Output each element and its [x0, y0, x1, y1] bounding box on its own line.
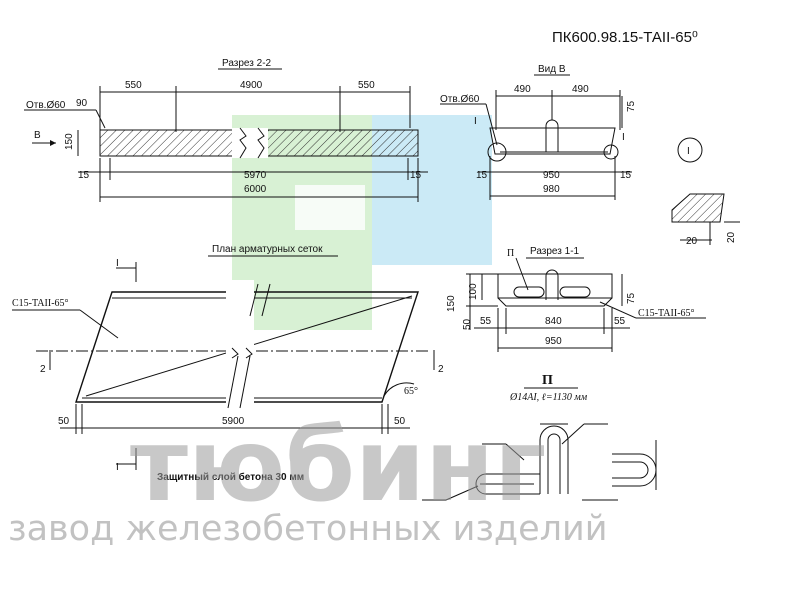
- plan-cut2-right: 2: [438, 364, 444, 375]
- s11-dim-55-right: 55: [614, 316, 626, 327]
- dim-550-left: 550: [125, 80, 142, 91]
- plan-cut1-top: I: [116, 258, 119, 269]
- detail-i-marker: I: [687, 146, 690, 157]
- s11-dim-50: 50: [462, 318, 473, 330]
- dim-980: 980: [543, 184, 560, 195]
- section-1-1-label: Разрез 1-1: [530, 246, 580, 257]
- s11-mesh-label: C15-TAII-65°: [638, 308, 695, 319]
- dim-4900: 4900: [240, 80, 263, 91]
- plan-dim-5900: 5900: [222, 416, 245, 427]
- plan-mesh: План арматурных сеток I I 2 2 C15-TAII-6…: [12, 244, 444, 473]
- dim-15-left: 15: [78, 170, 90, 181]
- hole-label-22: Отв.Ø60: [26, 100, 66, 111]
- view-b-label: Вид В: [538, 64, 566, 75]
- view-b: Вид В 490 490 Отв.Ø60 I I 75 15 950 15 9…: [440, 64, 637, 200]
- plan-cut1-bottom: I: [116, 462, 119, 473]
- detail-dim-h: 20: [726, 231, 737, 243]
- s11-dim-55-left: 55: [480, 316, 492, 327]
- dim-150: 150: [64, 133, 75, 150]
- loop-spec: Ø14AI, ℓ=1130 мм: [509, 392, 588, 403]
- dim-15-right: 15: [410, 170, 422, 181]
- detail-dim-w: 20: [686, 236, 698, 247]
- plan-label: План арматурных сеток: [212, 244, 323, 255]
- plan-dim-50-left: 50: [58, 416, 70, 427]
- dim-5970: 5970: [244, 170, 267, 181]
- plan-cut2-left: 2: [40, 364, 46, 375]
- dim-550-right: 550: [358, 80, 375, 91]
- loop-marker: П: [542, 373, 553, 388]
- marker-i-right: I: [622, 132, 625, 143]
- section-2-2: Разрез 2-2 550 4900 550 Отв.Ø60 90 B 150: [24, 58, 428, 202]
- s11-dim-75: 75: [626, 292, 637, 304]
- s11-dim-840: 840: [545, 316, 562, 327]
- watermark-brand: тюбинг: [130, 407, 546, 524]
- s11-dim-100: 100: [468, 283, 479, 300]
- s11-dim-950: 950: [545, 336, 562, 347]
- hole-label-vb: Отв.Ø60: [440, 94, 480, 105]
- plan-note: Защитный слой бетона 30 мм: [157, 471, 304, 483]
- plan-angle: 65°: [404, 386, 418, 397]
- s11-dim-150: 150: [446, 295, 457, 312]
- section-1-1-marker: П: [507, 248, 514, 259]
- dim-15-vb-left: 15: [476, 170, 488, 181]
- section-1-1: Разрез 1-1 П 150 100 50 75 C15-TAII-65° …: [446, 246, 706, 352]
- dim-75-vb: 75: [626, 100, 637, 112]
- arrow-b-label: B: [34, 130, 41, 141]
- drawing-title: ПК600.98.15-ТАII-65⁰: [552, 29, 698, 46]
- dim-490-left: 490: [514, 84, 531, 95]
- plan-mesh-label: C15-TAII-65°: [12, 298, 69, 309]
- plan-dim-50-right: 50: [394, 416, 406, 427]
- detail-i: I 20 20: [671, 137, 740, 247]
- marker-i-left: I: [474, 116, 477, 127]
- watermark-tagline: завод железобетонных изделий: [8, 509, 608, 549]
- loop-detail: П Ø14AI, ℓ=1130 мм: [422, 373, 657, 501]
- dim-950-vb: 950: [543, 170, 560, 181]
- dim-490-right: 490: [572, 84, 589, 95]
- dim-15-vb-right: 15: [620, 170, 632, 181]
- dim-6000: 6000: [244, 184, 267, 195]
- dim-90: 90: [76, 98, 88, 109]
- section-2-2-label: Разрез 2-2: [222, 58, 272, 69]
